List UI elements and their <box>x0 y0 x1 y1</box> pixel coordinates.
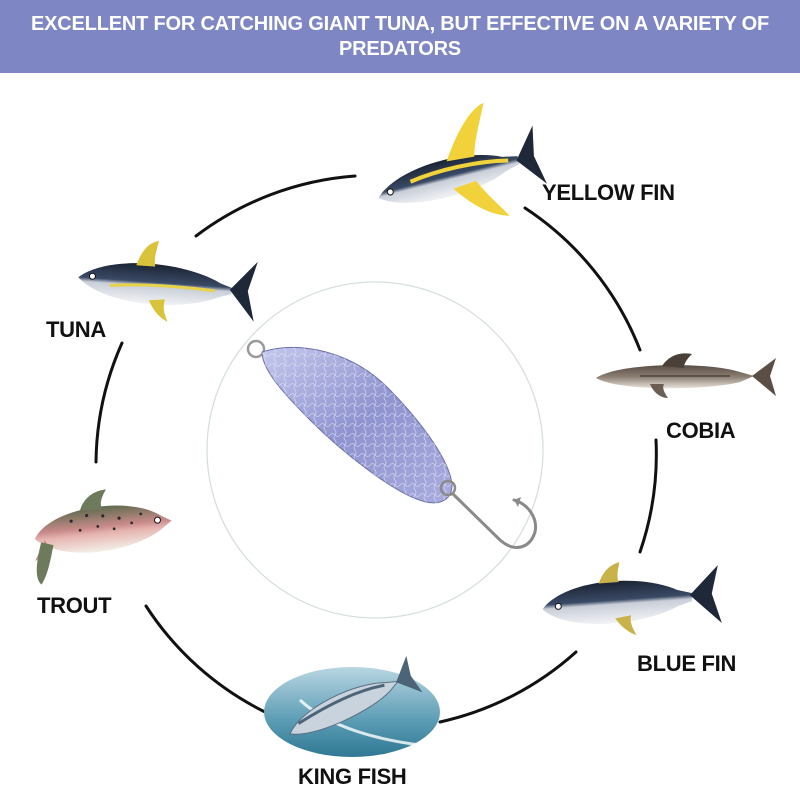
tuna-image <box>78 240 258 322</box>
ring-arc <box>438 650 578 724</box>
banner-title: EXCELLENT FOR CATCHING GIANT TUNA, BUT E… <box>31 12 769 60</box>
ring-arc <box>638 438 658 554</box>
ring-arc <box>94 341 124 464</box>
ring-arc <box>194 174 357 238</box>
fish-label-cobia: COBIA <box>666 418 736 443</box>
fish-label-tuna: TUNA <box>46 317 106 342</box>
ring-arc <box>523 206 642 352</box>
lure-spoon-image <box>246 339 538 549</box>
fish-label-blue-fin: BLUE FIN <box>637 651 737 676</box>
fish-label-king-fish: KING FISH <box>298 764 407 789</box>
inner-circle <box>206 281 544 619</box>
ring-arc <box>144 604 267 714</box>
fish-label-trout: TROUT <box>37 593 112 618</box>
blue-fin-image <box>542 561 722 635</box>
header-banner: EXCELLENT FOR CATCHING GIANT TUNA, BUT E… <box>0 0 800 73</box>
fish-label-yellow-fin: YELLOW FIN <box>542 180 675 205</box>
king-fish-image <box>264 655 440 757</box>
yellow-fin-image <box>378 102 548 216</box>
cycle-ring <box>94 174 658 724</box>
trout-image <box>34 489 172 585</box>
cobia-image <box>596 353 776 398</box>
